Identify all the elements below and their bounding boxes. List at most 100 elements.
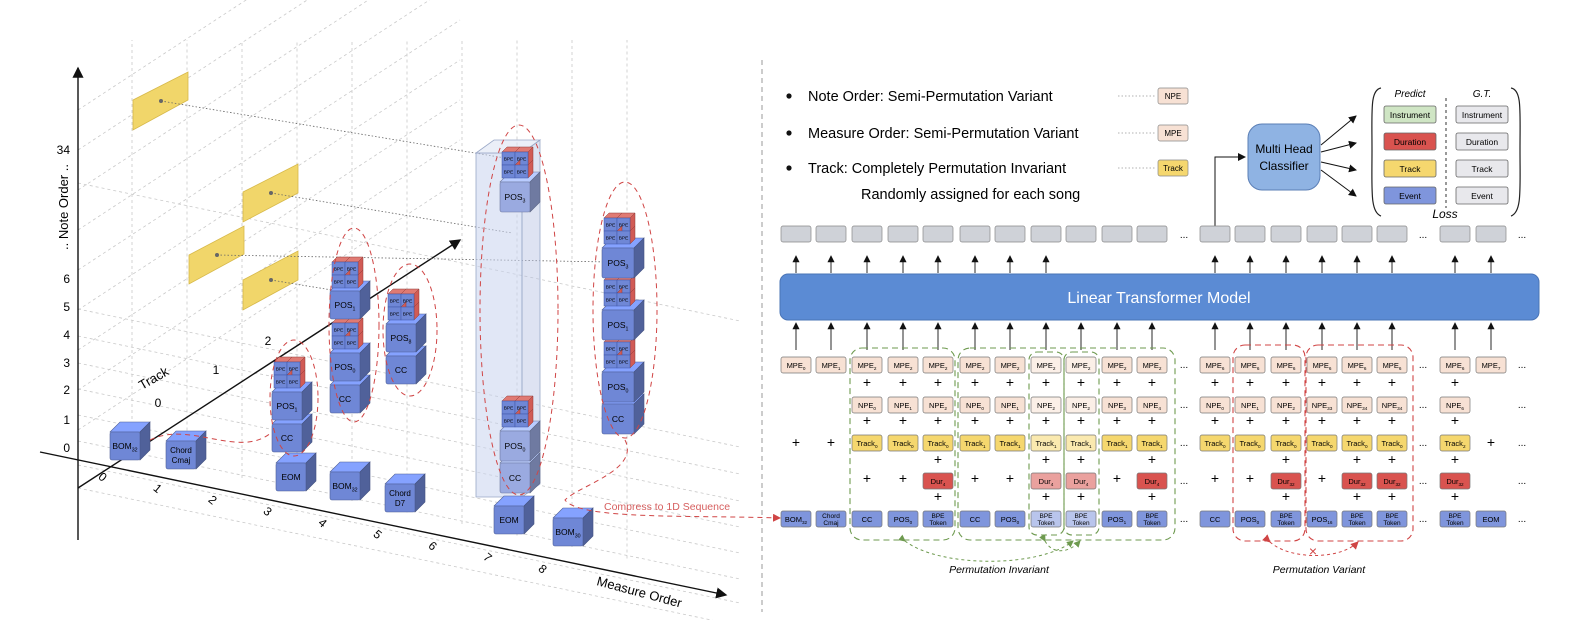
mpe-token-label: MPE2 — [1037, 361, 1056, 371]
cube-label: POS1 — [335, 300, 356, 312]
plus-sign: + — [792, 434, 800, 450]
plus-sign: + — [934, 451, 942, 467]
output-box — [1306, 225, 1338, 243]
event-token-box — [1376, 510, 1408, 528]
npe-token-label: NPE3 — [1108, 401, 1126, 411]
plus-sign: + — [1042, 412, 1050, 428]
output-box — [1376, 225, 1408, 243]
bullet-tag-label: NPE — [1165, 92, 1181, 101]
event-token-box — [1101, 510, 1133, 528]
npe-token-label: NPE0 — [1206, 401, 1224, 411]
mpe-token-label: MPE2 — [1143, 361, 1162, 371]
mpe-token-box — [1475, 356, 1507, 374]
bpe-cube-label: BPE — [606, 360, 616, 366]
event-token: BOM32 — [780, 510, 812, 528]
plus-sign: + — [1211, 470, 1219, 486]
note-tick: 3 — [63, 356, 70, 370]
plus-sign: + — [934, 412, 942, 428]
npe-token-box — [1341, 396, 1373, 414]
plus-sign: + — [971, 470, 979, 486]
ellipsis: ... — [1180, 360, 1188, 371]
event-token-box — [1475, 510, 1507, 528]
grid-line — [77, 388, 741, 528]
plus-sign: + — [1211, 412, 1219, 428]
bom32-cube: BOM32 — [329, 461, 371, 501]
mpe-token: MPE6 — [1306, 356, 1338, 374]
grid-line — [77, 179, 461, 431]
mpe-token-label: MPE2 — [1108, 361, 1127, 371]
fanout-arrow — [1320, 169, 1357, 197]
npe-token-label: NPE2 — [1037, 401, 1055, 411]
track-token-box — [1376, 434, 1408, 452]
track-tick: 0 — [155, 396, 162, 410]
bullet-tag — [1157, 87, 1189, 105]
event-token-label: BPE — [1385, 513, 1399, 520]
ellipsis: ... — [1180, 438, 1188, 449]
note-tick: 4 — [63, 328, 70, 342]
output-box — [815, 225, 847, 243]
track-token-label: Track0 — [1239, 439, 1260, 449]
track-token-label: Track1 — [1106, 439, 1127, 449]
grid-line — [77, 335, 741, 475]
grid-line — [77, 362, 741, 502]
output-box — [1439, 225, 1471, 243]
mpe-token-label: MPE0 — [787, 361, 806, 371]
mpe-token-box — [1234, 356, 1266, 374]
mpe-token-box — [994, 356, 1026, 374]
bpe-cube-label: BPE — [390, 299, 400, 305]
event-token-label: Chord — [822, 513, 840, 520]
npe-token-box — [1270, 396, 1302, 414]
mpe-token-box — [1376, 356, 1408, 374]
cube-front — [329, 352, 361, 382]
track-token: Track1 — [1136, 434, 1168, 452]
dur-token-box — [1065, 472, 1097, 490]
mpe-token-box — [1065, 356, 1097, 374]
cube-label: CC — [339, 394, 351, 404]
left-3d-panel: .. Note Order .. Track Measure Order 012… — [39, 0, 781, 620]
dur-token: Dur32 — [1376, 472, 1408, 490]
compress-arrow — [564, 439, 781, 522]
cube-front — [601, 371, 635, 403]
plus-sign: + — [1113, 412, 1121, 428]
plus-sign: + — [934, 488, 942, 504]
mpe-token-box — [851, 356, 883, 374]
plus-sign: + — [934, 374, 942, 390]
event-token: CC — [1199, 510, 1231, 528]
bpe-cube-label: BPE — [403, 312, 413, 318]
note-tick: 34 — [57, 143, 71, 157]
cube-front — [275, 462, 307, 492]
bullet-subtext: Randomly assigned for each song — [861, 187, 1080, 203]
bpe-cube-label: BPE — [619, 360, 629, 366]
event-token-label: BPE — [1074, 513, 1088, 520]
cube-label: Cmaj — [172, 456, 191, 465]
plus-sign: + — [863, 374, 871, 390]
bpe-cube-label: BPE — [606, 285, 616, 291]
event-token: CC — [851, 510, 883, 528]
ellipsis: ... — [1419, 360, 1427, 371]
measure-tick: 0 — [96, 469, 110, 484]
loss-boxes: InstrumentDurationTrackEventInstrumentDu… — [1383, 105, 1509, 205]
loss-left-bracket — [1371, 87, 1382, 217]
cube-front — [601, 309, 635, 341]
cube-label: POS0 — [505, 441, 526, 453]
plus-sign: + — [1148, 374, 1156, 390]
plus-sign: + — [1318, 374, 1326, 390]
output-box — [1136, 225, 1168, 243]
gt-box — [1455, 159, 1509, 178]
dur-token: Dur32 — [1439, 472, 1471, 490]
cube-front — [601, 247, 635, 279]
output-box — [922, 225, 954, 243]
bpe-cube — [514, 413, 529, 428]
cube-label: BOM32 — [112, 441, 137, 453]
ellipsis: ... — [1419, 400, 1427, 411]
event-token-label: Token — [1383, 520, 1401, 527]
plus-sign: + — [1388, 412, 1396, 428]
dur-token-label: Dur32 — [1383, 477, 1401, 487]
npe-token-box — [1199, 396, 1231, 414]
measure-axis-label: Measure Order — [595, 573, 684, 610]
multi-head-classifier — [1247, 123, 1321, 191]
event-token-box — [1199, 510, 1231, 528]
